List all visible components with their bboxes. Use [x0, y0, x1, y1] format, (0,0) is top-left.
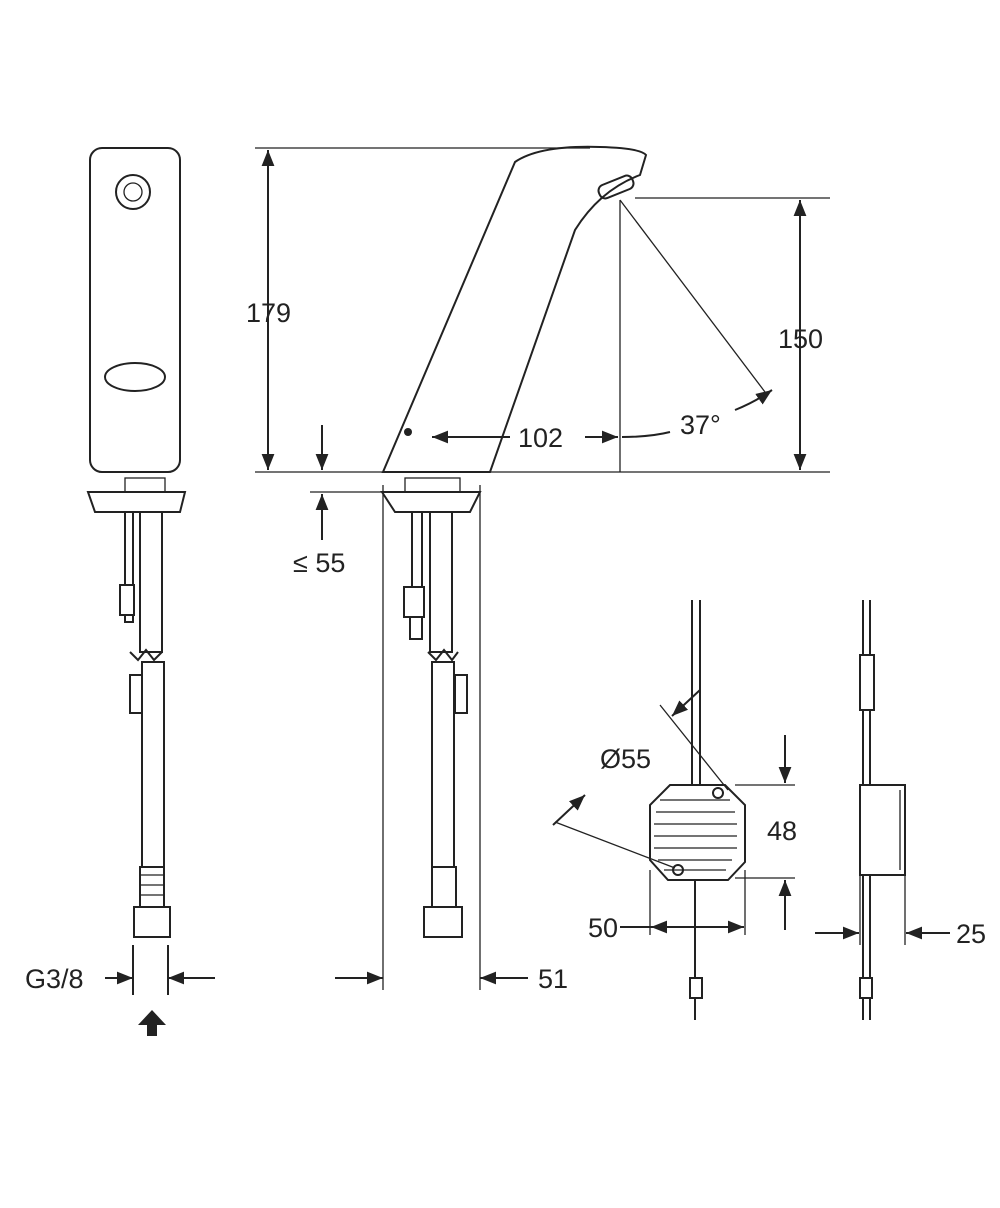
side-view: 51 [335, 145, 648, 994]
box-width-dimension: 50 [588, 913, 618, 943]
control-box-side-body [859, 784, 906, 876]
aerator-icon [115, 174, 151, 210]
reach-dimension: 102 [518, 423, 563, 453]
g38-connector-nut [133, 906, 171, 938]
deck-thickness-dimension: ≤ 55 [293, 548, 345, 578]
box-depth-dimension: 25 [956, 919, 986, 949]
height-total-dimension: 179 [246, 298, 291, 328]
base-width-dimension: 51 [538, 964, 568, 994]
control-box [649, 784, 746, 881]
thread-dimension: G3/8 [25, 964, 84, 994]
height-spout-dimension: 150 [778, 324, 823, 354]
front-view: G3/8 [25, 147, 215, 1036]
box-diameter-dimension: Ø55 [600, 744, 651, 774]
mounting-plate [86, 491, 187, 513]
angle-dimension: 37° [680, 410, 721, 440]
water-inlet-arrow-icon [138, 1010, 166, 1036]
faucet-side-body [381, 145, 648, 473]
control-box-side: 25 [815, 600, 986, 1020]
sensor-window [104, 362, 166, 392]
control-box-front: Ø55 48 50 [552, 600, 797, 1020]
box-height-dimension: 48 [767, 816, 797, 846]
dimension-lines: 179 150 102 37° ≤ 55 [246, 147, 830, 578]
faucet-front-body [89, 147, 181, 473]
